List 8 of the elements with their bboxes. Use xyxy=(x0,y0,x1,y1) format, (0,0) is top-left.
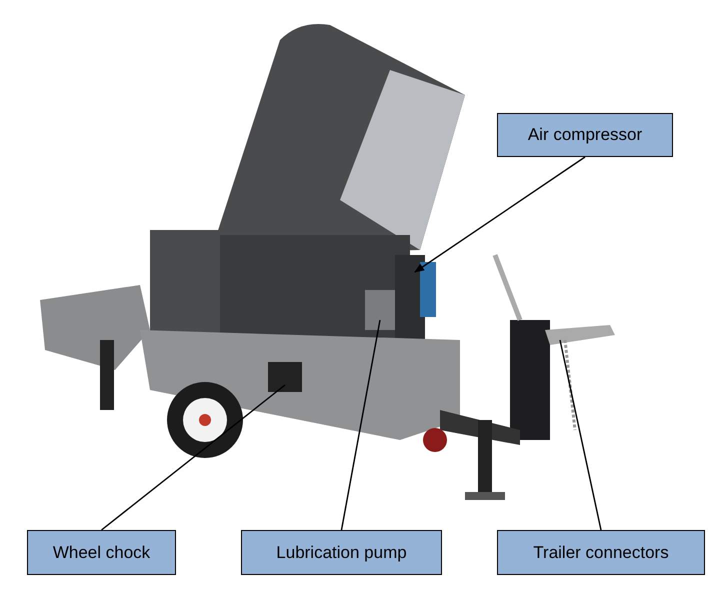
leader-line xyxy=(340,320,381,530)
callout-label: Trailer connectors xyxy=(497,530,705,575)
leader-line xyxy=(559,340,602,530)
callout-label: Lubrication pump xyxy=(241,530,442,575)
callout-label: Air compressor xyxy=(497,113,673,157)
leader-line xyxy=(101,384,286,531)
callout-label: Wheel chock xyxy=(27,530,176,575)
arrow xyxy=(414,156,586,273)
